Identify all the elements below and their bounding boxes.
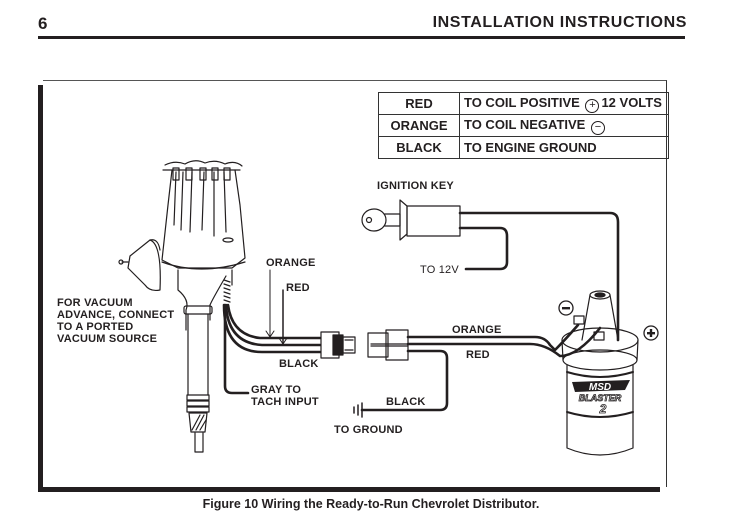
distributor-harness-wires <box>222 303 322 395</box>
legend-color: RED <box>378 92 460 115</box>
gray-tach-label: GRAY TO TACH INPUT <box>251 384 319 408</box>
wire-orange-left <box>226 303 322 340</box>
wire-red-right <box>406 326 602 358</box>
legend-suffix: 12 VOLTS <box>601 94 662 110</box>
frame-shadow-bottom <box>38 486 660 492</box>
wire-to-12v <box>458 226 509 271</box>
wire-label-black-left: BLACK <box>279 358 319 370</box>
legend-color: BLACK <box>378 136 460 159</box>
coil-terminal-symbols <box>558 300 659 341</box>
legend-description: TO COIL NEGATIVE − <box>459 114 669 137</box>
vacuum-advance-canister <box>118 239 161 292</box>
coil-brand-number: 2 <box>599 402 607 416</box>
ground-symbol <box>353 402 363 418</box>
ignition-key-label: IGNITION KEY <box>377 180 454 192</box>
wire-label-red-left: RED <box>286 282 310 294</box>
wire-black-ground <box>360 349 449 412</box>
coil-logo-bolt <box>572 380 630 392</box>
legend-description: TO ENGINE GROUND <box>459 136 669 159</box>
vacuum-note-line: VACUUM SOURCE <box>57 333 158 345</box>
distributor-body <box>161 261 246 453</box>
legend-description-text: TO ENGINE GROUND <box>464 140 597 155</box>
legend-description: TO COIL POSITIVE +12 VOLTS <box>459 92 669 115</box>
legend-row: ORANGE TO COIL NEGATIVE − <box>378 114 669 137</box>
wire-label-black-ground: BLACK <box>386 396 426 408</box>
connector-right <box>367 329 409 361</box>
legend-color: ORANGE <box>378 114 460 137</box>
wire-label-orange-right: ORANGE <box>452 324 502 336</box>
coil-brand-logo: MSD BLASTER 2 <box>572 380 630 416</box>
vacuum-note-line: TO A PORTED <box>57 321 134 333</box>
wire-gray-tach <box>223 303 250 395</box>
connector-left <box>320 331 356 359</box>
legend-description-text: TO COIL NEGATIVE <box>464 116 586 132</box>
coil-harness-wires <box>360 323 602 412</box>
minus-icon: − <box>590 120 605 135</box>
wire-color-legend: RED TO COIL POSITIVE +12 VOLTS ORANGE TO… <box>378 92 669 159</box>
wire-red-left <box>224 303 322 347</box>
distributor-cap <box>161 160 246 269</box>
to-ground-label: TO GROUND <box>334 424 403 436</box>
wire-ignition-to-coil <box>458 211 620 342</box>
coil-brand-msd: MSD <box>589 382 611 393</box>
frame-shadow-left <box>38 85 44 492</box>
plus-icon: + <box>585 98 600 113</box>
ignition-key <box>361 199 461 241</box>
wire-loom-spring <box>223 279 231 303</box>
wire-label-red-right: RED <box>466 349 490 361</box>
to-12v-label: TO 12V <box>420 264 459 276</box>
legend-description-text: TO COIL POSITIVE <box>464 94 580 110</box>
vacuum-note: FOR VACUUM ADVANCE, CONNECT TO A PORTED … <box>57 297 174 345</box>
header-rule <box>38 36 685 39</box>
legend-row: RED TO COIL POSITIVE +12 VOLTS <box>378 92 669 115</box>
wire-orange-right <box>406 323 580 352</box>
label-leaders <box>265 269 288 345</box>
gray-tach-line: GRAY TO <box>251 384 302 396</box>
vacuum-note-line: ADVANCE, CONNECT <box>57 309 175 321</box>
legend-row: BLACK TO ENGINE GROUND <box>378 136 669 159</box>
ignition-wires <box>458 211 620 342</box>
vacuum-note-line: FOR VACUUM <box>57 297 133 309</box>
coil-brand-blaster: BLASTER <box>579 393 622 403</box>
wire-label-orange-left: ORANGE <box>266 257 316 269</box>
figure-caption: Figure 10 Wiring the Ready-to-Run Chevro… <box>202 497 540 511</box>
ignition-coil <box>561 290 639 456</box>
page-number: 6 <box>38 14 48 33</box>
gray-tach-line: TACH INPUT <box>251 396 319 408</box>
page-header-title: INSTALLATION INSTRUCTIONS <box>432 14 687 31</box>
